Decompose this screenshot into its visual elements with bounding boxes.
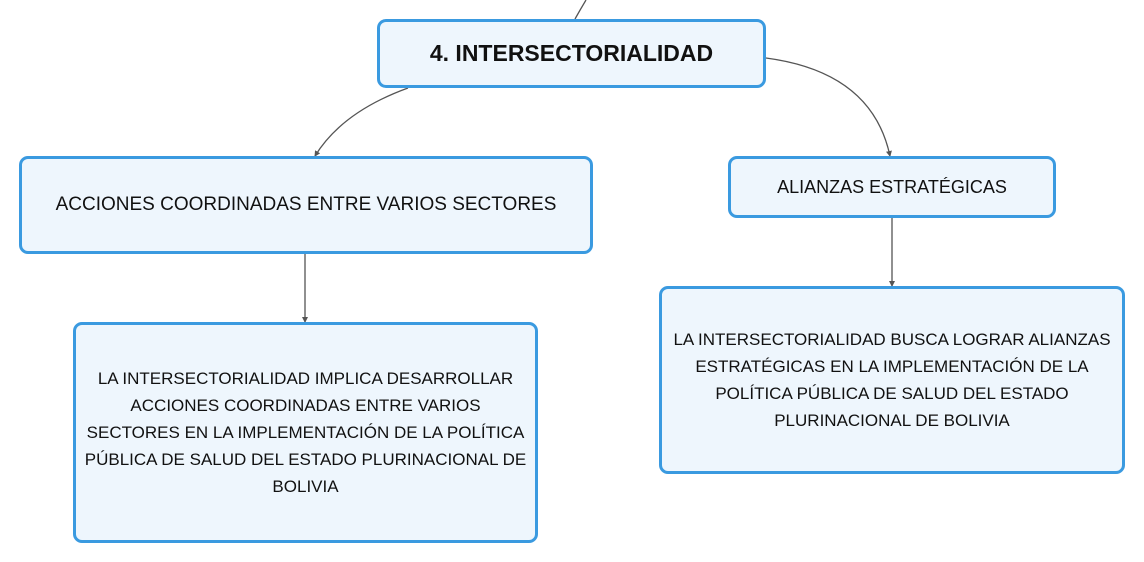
branch-node-alianzas[interactable]: ALIANZAS ESTRATÉGICAS [728,156,1056,218]
detail-node-alianzas-text: LA INTERSECTORIALIDAD BUSCA LOGRAR ALIAN… [673,330,1111,430]
connector-root-to-acciones [314,87,409,157]
detail-node-alianzas[interactable]: LA INTERSECTORIALIDAD BUSCA LOGRAR ALIAN… [659,286,1125,474]
branch-node-acciones-label: ACCIONES COORDINADAS ENTRE VARIOS SECTOR… [55,194,557,215]
connector-root-to-alianzas [765,57,892,157]
branch-node-acciones[interactable]: ACCIONES COORDINADAS ENTRE VARIOS SECTOR… [19,156,593,254]
detail-node-acciones[interactable]: LA INTERSECTORIALIDAD IMPLICA DESARROLLA… [73,322,538,543]
root-node-label: 4. INTERSECTORIALIDAD [429,40,714,66]
detail-node-acciones-text: LA INTERSECTORIALIDAD IMPLICA DESARROLLA… [84,369,527,496]
connector-parent-to-root [574,0,587,20]
root-node[interactable]: 4. INTERSECTORIALIDAD [377,19,766,88]
branch-node-alianzas-label: ALIANZAS ESTRATÉGICAS [777,176,1007,197]
